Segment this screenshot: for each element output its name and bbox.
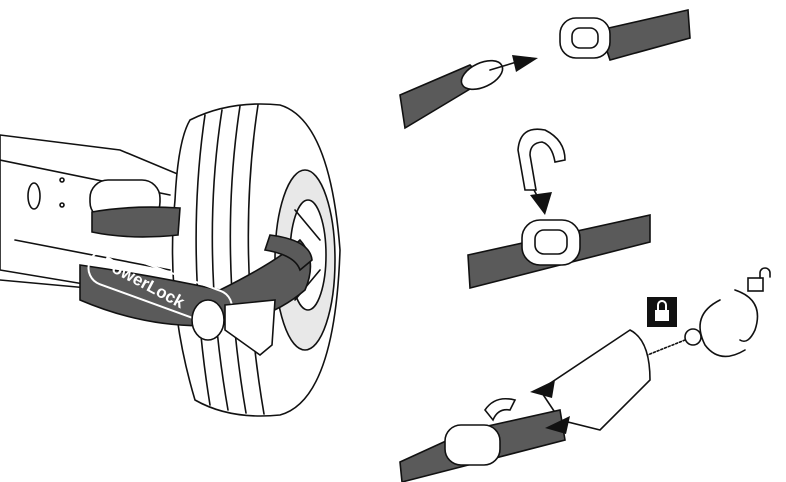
lock-open-icon: [747, 267, 771, 292]
step-1-connect-ring: [399, 9, 691, 130]
step-3-lock: [399, 267, 771, 482]
arrow-icon: [530, 380, 555, 398]
key-icon: [639, 328, 702, 359]
wheel: [171, 103, 341, 417]
lock-closed-icon: [647, 297, 677, 327]
arrow-icon: [512, 55, 538, 72]
rotate-arrow-icon: [699, 299, 746, 358]
step-2-insert-shackle: [467, 128, 651, 290]
arrow-icon: [530, 192, 552, 215]
arrow-icon: [545, 416, 570, 434]
